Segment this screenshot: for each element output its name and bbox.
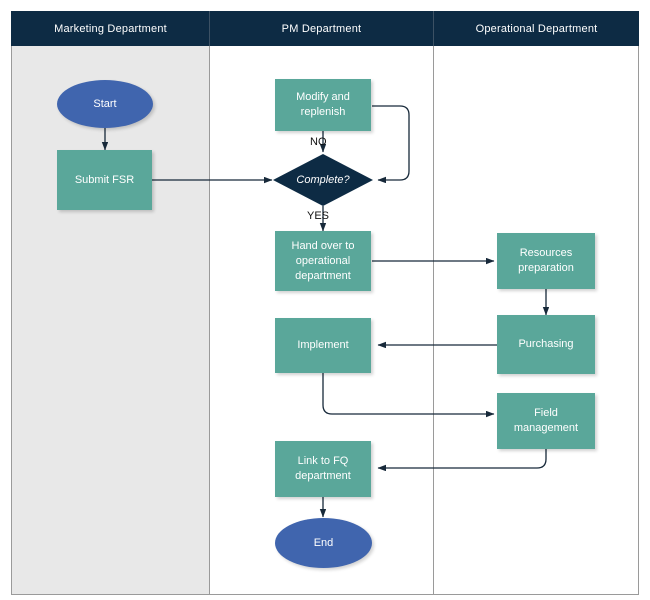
node-modify-and-replenish[interactable]: Modify and replenish — [275, 79, 371, 131]
node-end-label: End — [313, 536, 334, 549]
node-purchasing[interactable]: Purchasing — [497, 315, 595, 374]
node-link-to-fq-department-label: Link to FQ department — [295, 455, 351, 482]
node-hand-over-label: Hand over to operational department — [291, 239, 355, 282]
swimlane-header-bar — [11, 11, 639, 46]
node-start[interactable]: Start — [57, 80, 153, 128]
edge-label-no: NO — [310, 136, 327, 148]
lane-title-pm: PM Department — [281, 23, 362, 35]
lane-divider-1 — [209, 11, 210, 595]
node-implement[interactable]: Implement — [275, 318, 371, 373]
lane-background-marketing — [12, 46, 209, 594]
node-submit-fsr-label: Submit FSR — [74, 173, 135, 186]
node-modify-and-replenish-label: Modify and replenish — [296, 91, 350, 118]
node-purchasing-label: Purchasing — [518, 338, 574, 350]
node-resources-preparation-label: Resources preparation — [518, 247, 574, 274]
node-end[interactable]: End — [275, 518, 372, 568]
node-field-management-label: Field management — [513, 407, 579, 434]
node-complete-decision[interactable]: Complete? — [273, 154, 373, 206]
node-field-management[interactable]: Field management — [497, 393, 595, 449]
node-hand-over[interactable]: Hand over to operational department — [275, 231, 371, 291]
edge-label-yes: YES — [307, 210, 330, 222]
header-divider-1 — [209, 11, 210, 46]
node-link-to-fq-department[interactable]: Link to FQ department — [275, 441, 371, 497]
lane-divider-2 — [433, 11, 434, 595]
node-start-label: Start — [93, 97, 117, 110]
node-submit-fsr[interactable]: Submit FSR — [57, 150, 152, 210]
lane-title-operational: Operational Department — [475, 23, 598, 35]
node-complete-decision-label: Complete? — [296, 173, 350, 186]
node-resources-preparation[interactable]: Resources preparation — [497, 233, 595, 289]
node-implement-label: Implement — [297, 339, 349, 351]
header-divider-2 — [433, 11, 434, 46]
lane-title-marketing: Marketing Department — [54, 23, 167, 35]
